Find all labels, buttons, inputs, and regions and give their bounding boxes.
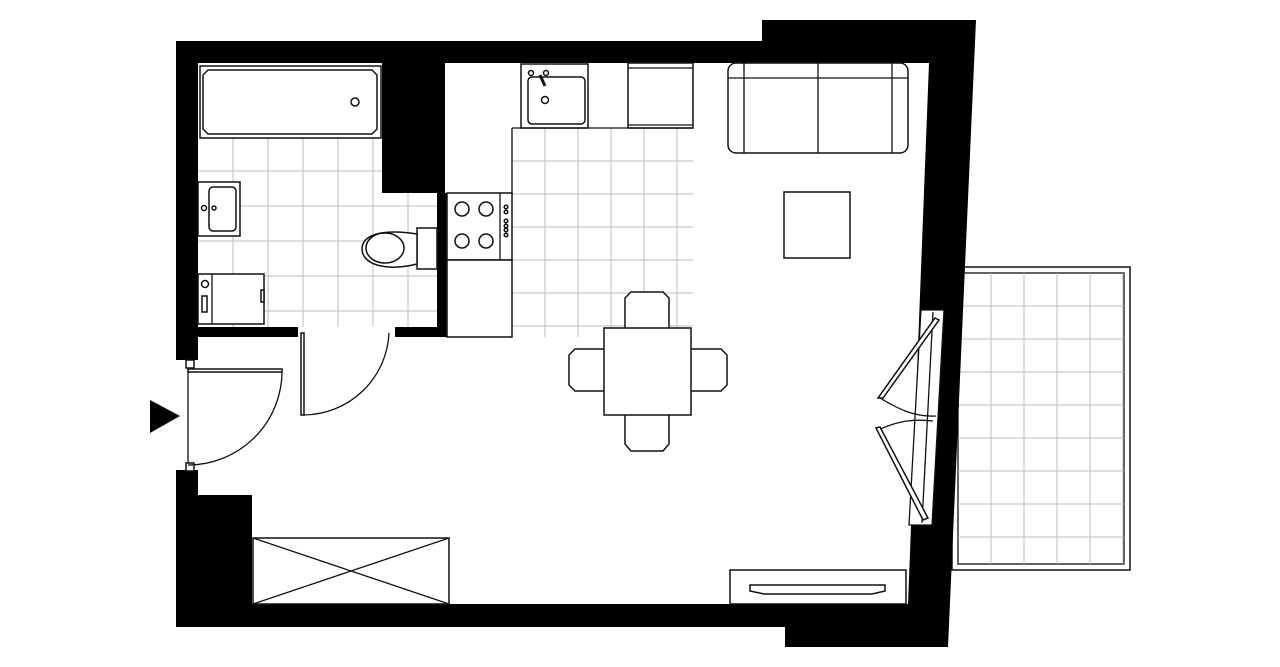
- stove-knob-icon: [503, 218, 509, 224]
- coffee-table: [783, 191, 851, 259]
- chair: [624, 409, 670, 452]
- kitchen-counter: [446, 259, 513, 338]
- partition-wall: [382, 63, 445, 193]
- burner-icon: [454, 233, 470, 249]
- wardrobe: [252, 537, 450, 605]
- stove-knob-icon: [503, 204, 509, 210]
- bathroom-wall: [437, 193, 447, 337]
- dining-set: [568, 291, 728, 452]
- refrigerator: [627, 62, 694, 129]
- chair: [689, 348, 728, 392]
- kitchen-sink: [520, 63, 589, 129]
- entrance-door[interactable]: [187, 368, 283, 466]
- tv-stand: [729, 569, 907, 605]
- balcony-door-frame: [908, 309, 945, 526]
- bathroom-door[interactable]: [300, 332, 390, 416]
- door-jamb: [185, 462, 195, 472]
- stove-knob-icon: [503, 232, 509, 238]
- dining-table: [603, 327, 692, 416]
- stove-knob-icon: [503, 227, 509, 233]
- burner-icon: [478, 201, 494, 217]
- toilet: [361, 227, 438, 270]
- walls: [176, 20, 976, 647]
- sofa: [727, 62, 909, 154]
- burner-icon: [454, 201, 470, 217]
- washing-machine: [197, 273, 265, 325]
- bathroom-wall-bottom-left: [198, 327, 298, 337]
- entrance-arrow-icon: [150, 400, 180, 433]
- balcony-door[interactable]: [874, 317, 941, 521]
- bathroom-wall-bottom-right: [395, 327, 447, 337]
- door-jamb: [185, 359, 195, 369]
- bathroom-sink: [197, 181, 241, 237]
- burner-icon: [478, 233, 494, 249]
- bathtub: [199, 65, 382, 139]
- balcony-tile-grid: [958, 273, 1124, 564]
- chair: [624, 291, 670, 331]
- balcony: [951, 266, 1131, 571]
- chair: [568, 348, 607, 392]
- stove-knob-icon: [503, 209, 509, 215]
- stove-knob-icon: [503, 223, 509, 229]
- stove: [446, 192, 513, 261]
- kitchen-tile-grid: [512, 128, 693, 337]
